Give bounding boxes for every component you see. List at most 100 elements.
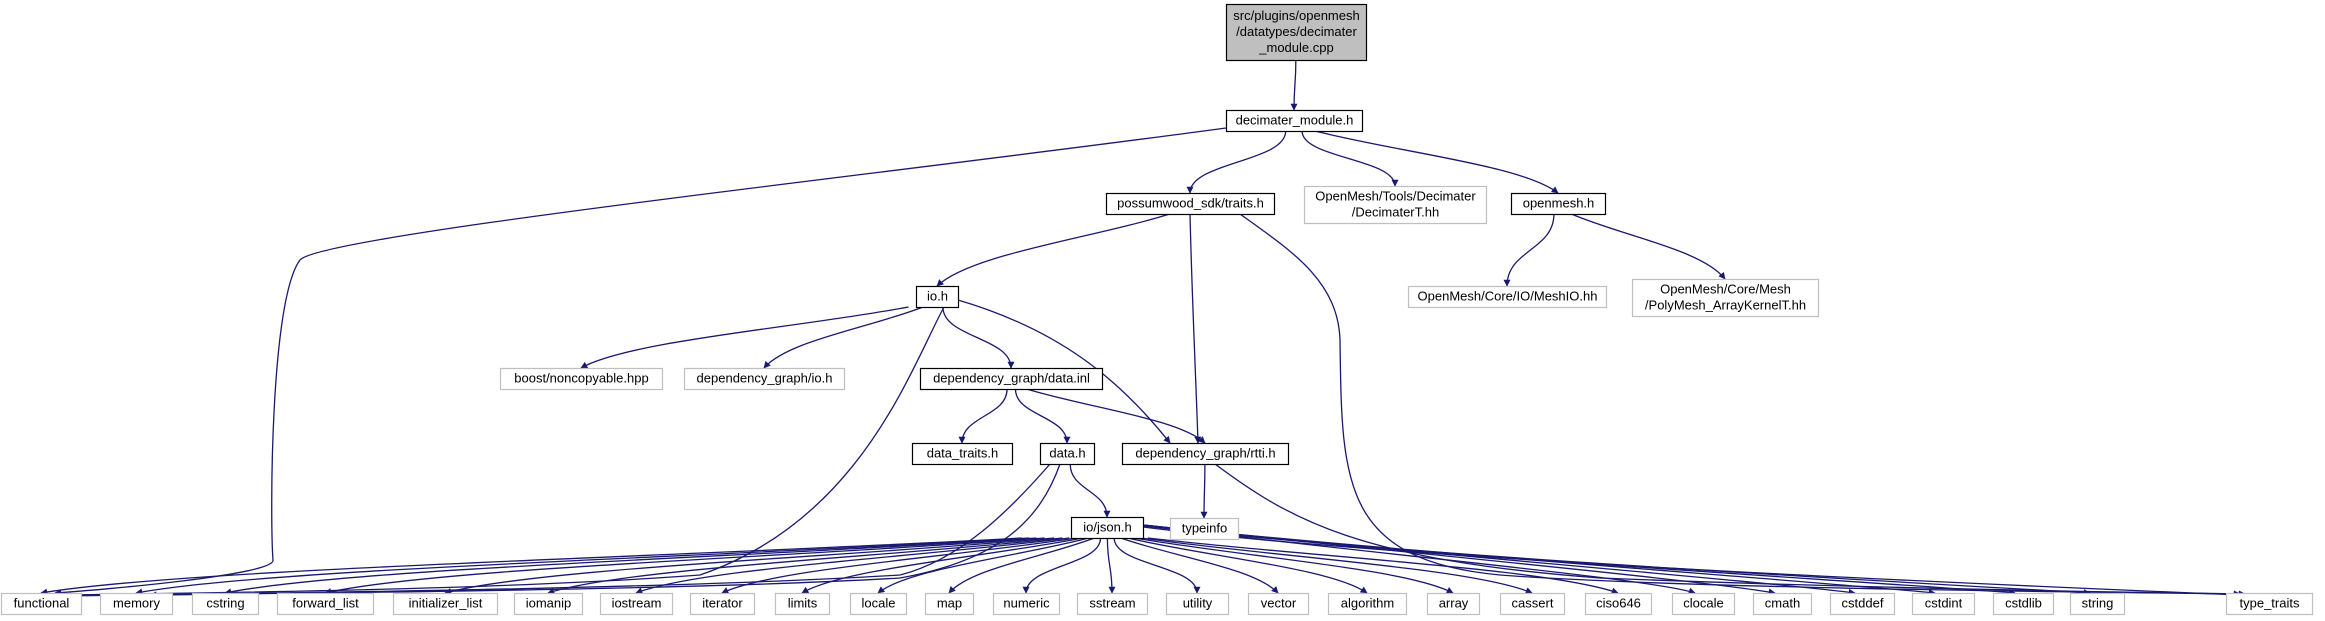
node-box xyxy=(1105,192,1276,216)
node-cassert[interactable]: cassert xyxy=(1499,592,1566,616)
node-iterator[interactable]: iterator xyxy=(689,592,756,616)
node-box xyxy=(0,592,83,616)
node-label: iterator xyxy=(702,596,743,611)
node-vector[interactable]: vector xyxy=(1247,592,1310,616)
node-decimaterT[interactable]: OpenMesh/Tools/Decimater/DecimaterT.hh xyxy=(1303,185,1488,225)
edge-data-inl-to-data-h xyxy=(1014,388,1071,444)
node-map[interactable]: map xyxy=(924,592,975,616)
node-string[interactable]: string xyxy=(2069,592,2126,616)
node-data-inl[interactable]: dependency_graph/data.inl xyxy=(919,367,1104,391)
node-label: string xyxy=(2082,596,2114,611)
node-box xyxy=(1225,109,1364,133)
node-root[interactable]: src/plugins/openmesh/datatypes/decimater… xyxy=(1225,3,1368,62)
node-rtti-h[interactable]: dependency_graph/rtti.h xyxy=(1121,442,1290,466)
edge-decimater-module-h-to-possumwood-traits xyxy=(1186,130,1287,194)
node-data-h[interactable]: data.h xyxy=(1039,442,1096,466)
node-possumwood-traits[interactable]: possumwood_sdk/traits.h xyxy=(1105,192,1276,216)
node-label: /datatypes/decimater xyxy=(1236,24,1357,39)
node-label: _module.cpp xyxy=(1258,40,1333,55)
node-label: io.h xyxy=(927,289,948,304)
node-cstring[interactable]: cstring xyxy=(191,592,260,616)
node-clocale[interactable]: clocale xyxy=(1671,592,1736,616)
node-label: limits xyxy=(788,596,818,611)
edge-json-h-to-array xyxy=(1134,537,1454,594)
node-label: forward_list xyxy=(292,596,359,611)
node-label: cstdint xyxy=(1925,596,1963,611)
node-meshio[interactable]: OpenMesh/Core/IO/MeshIO.hh xyxy=(1407,285,1608,309)
edge-decimater-module-h-to-openmesh-h xyxy=(1314,130,1559,194)
node-cmath[interactable]: cmath xyxy=(1752,592,1813,616)
node-array[interactable]: array xyxy=(1426,592,1481,616)
node-label: algorithm xyxy=(1341,596,1394,611)
node-layer: src/plugins/openmesh/datatypes/decimater… xyxy=(0,3,2314,616)
node-box xyxy=(1303,185,1488,225)
node-box xyxy=(911,442,1014,466)
node-cstdlib[interactable]: cstdlib xyxy=(1992,592,2055,616)
node-type-traits[interactable]: type_traits xyxy=(2225,592,2314,616)
node-limits[interactable]: limits xyxy=(774,592,831,616)
node-forward-list[interactable]: forward_list xyxy=(276,592,375,616)
node-locale[interactable]: locale xyxy=(849,592,908,616)
node-box xyxy=(1829,592,1896,616)
node-box xyxy=(774,592,831,616)
edge-json-h-to-locale xyxy=(877,537,1089,594)
edge-json-h-to-functional xyxy=(40,537,1022,596)
node-label: cstring xyxy=(206,596,244,611)
node-box xyxy=(599,592,674,616)
node-typeinfo[interactable]: typeinfo xyxy=(1169,517,1240,541)
node-polymesh[interactable]: OpenMesh/Core/Mesh/PolyMesh_ArrayKernelT… xyxy=(1631,278,1820,318)
node-box xyxy=(1752,592,1813,616)
node-iostream[interactable]: iostream xyxy=(599,592,674,616)
node-numeric[interactable]: numeric xyxy=(992,592,1061,616)
edge-io-h-to-boost-noncopyable xyxy=(580,306,909,369)
edge-data-inl-to-data-traits xyxy=(958,388,1008,444)
node-sstream[interactable]: sstream xyxy=(1076,592,1149,616)
node-cstddef[interactable]: cstddef xyxy=(1829,592,1896,616)
node-box xyxy=(1671,592,1736,616)
node-data-traits[interactable]: data_traits.h xyxy=(911,442,1014,466)
node-label: vector xyxy=(1261,596,1297,611)
node-label: map xyxy=(937,596,962,611)
node-label: src/plugins/openmesh xyxy=(1233,8,1359,23)
node-memory[interactable]: memory xyxy=(99,592,174,616)
node-label: initializer_list xyxy=(409,596,483,611)
edge-root-to-decimater-module-h xyxy=(1290,59,1298,111)
node-dep-io-h[interactable]: dependency_graph/io.h xyxy=(683,367,846,391)
node-box xyxy=(1076,592,1149,616)
node-box xyxy=(2225,592,2314,616)
edge-json-h-to-cassert xyxy=(1140,537,1533,594)
node-initializer-list[interactable]: initializer_list xyxy=(392,592,499,616)
node-label: /PolyMesh_ArrayKernelT.hh xyxy=(1645,298,1806,313)
node-label: cstdlib xyxy=(2005,596,2042,611)
node-box xyxy=(1499,592,1566,616)
edge-json-h-to-initializer-list xyxy=(444,537,1055,595)
node-label: clocale xyxy=(1683,596,1723,611)
edge-io-h-to-functional xyxy=(59,306,945,599)
node-box xyxy=(1510,192,1607,216)
node-box xyxy=(1070,516,1145,540)
node-cstdint[interactable]: cstdint xyxy=(1911,592,1976,616)
node-box xyxy=(276,592,375,616)
edge-json-h-to-ciso646 xyxy=(1147,537,1619,595)
node-io-h[interactable]: io.h xyxy=(915,285,960,309)
node-label: possumwood_sdk/traits.h xyxy=(1117,196,1264,211)
edge-json-h-to-numeric xyxy=(1022,537,1102,594)
node-label: memory xyxy=(113,596,160,611)
node-json-h[interactable]: io/json.h xyxy=(1070,516,1145,540)
node-boost-noncopyable[interactable]: boost/noncopyable.hpp xyxy=(499,367,664,391)
node-openmesh-h[interactable]: openmesh.h xyxy=(1510,192,1607,216)
edge-json-h-to-iterator xyxy=(721,537,1077,594)
node-functional[interactable]: functional xyxy=(0,592,83,616)
node-label: decimater_module.h xyxy=(1236,113,1354,128)
node-iomanip[interactable]: iomanip xyxy=(513,592,584,616)
node-label: cmath xyxy=(1765,596,1800,611)
edge-io-h-to-data-inl xyxy=(942,306,1015,369)
node-utility[interactable]: utility xyxy=(1165,592,1230,616)
node-box xyxy=(1327,592,1408,616)
node-ciso646[interactable]: ciso646 xyxy=(1584,592,1653,616)
node-decimater-module-h[interactable]: decimater_module.h xyxy=(1225,109,1364,133)
node-label: openmesh.h xyxy=(1523,196,1595,211)
node-box xyxy=(513,592,584,616)
node-label: array xyxy=(1439,596,1469,611)
node-algorithm[interactable]: algorithm xyxy=(1327,592,1408,616)
